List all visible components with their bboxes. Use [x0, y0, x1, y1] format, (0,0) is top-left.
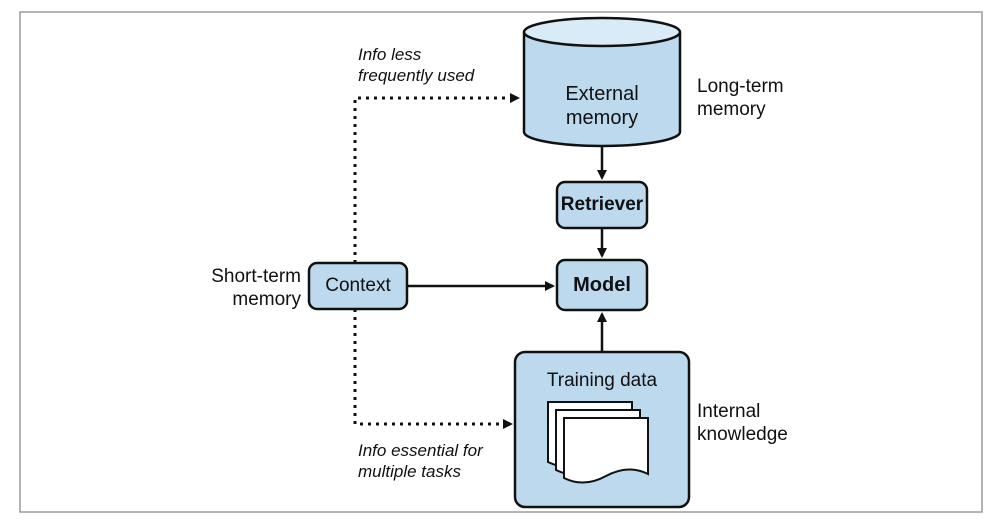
info-essential-note: Info essential for multiple tasks — [358, 441, 483, 481]
internal-knowledge-label: Internal knowledge — [697, 401, 788, 445]
long-term-memory-label: Long-term memory — [697, 76, 784, 120]
info-less-frequent-note: Info less frequently used — [358, 45, 475, 85]
diagram-border — [19, 11, 983, 513]
model-label: Model — [573, 274, 631, 296]
stacked-documents-icon — [547, 401, 649, 484]
dotted-arrow-context-to-training — [353, 309, 513, 429]
dotted-arrow-context-to-external — [353, 93, 520, 263]
training-data-label: Training data — [546, 370, 658, 391]
context-label: Context — [325, 275, 391, 296]
external-memory-label: External memory — [565, 83, 639, 129]
external-memory-node — [522, 16, 682, 148]
short-term-memory-label: Short-term memory — [211, 266, 301, 310]
retriever-label: Retriever — [560, 194, 644, 215]
model-node — [555, 258, 649, 312]
